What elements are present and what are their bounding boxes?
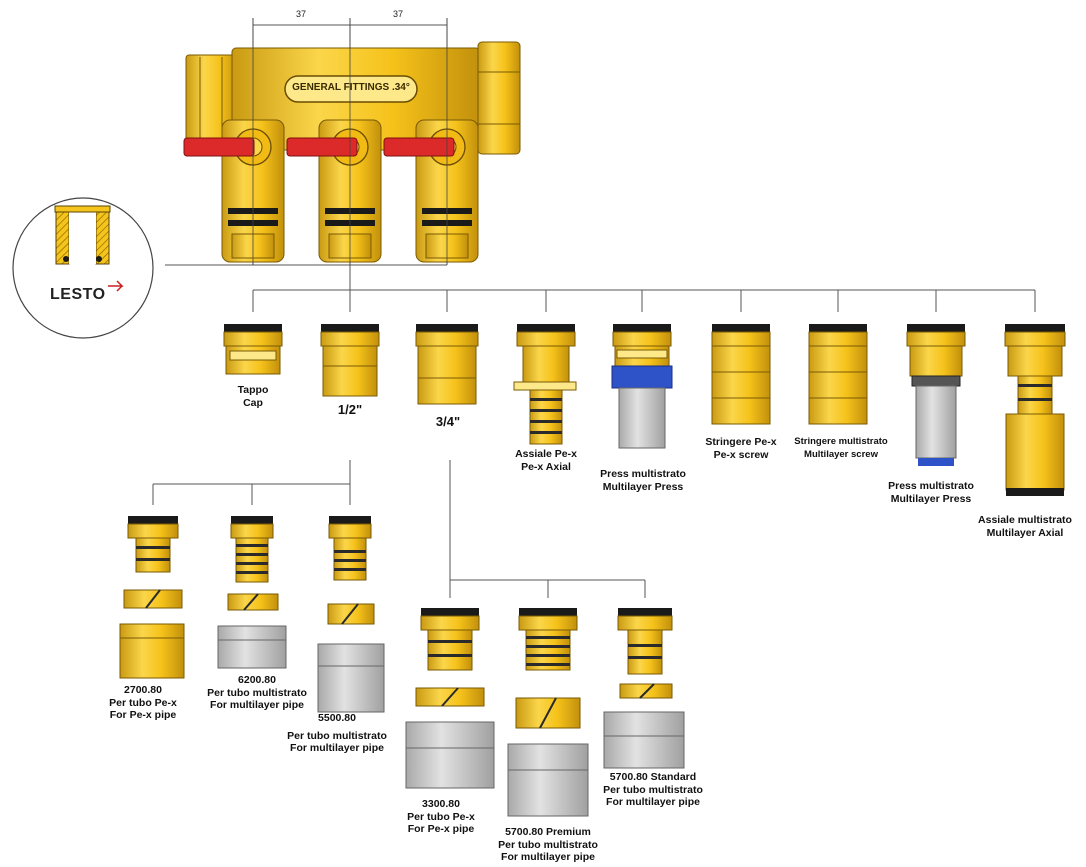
manifold-brand-label: GENERAL FITTINGS .34° bbox=[292, 82, 410, 93]
valve-outlet-2 bbox=[286, 119, 382, 263]
fitting-pex-axial bbox=[513, 324, 577, 445]
fitting-pex-screw bbox=[711, 324, 771, 425]
label-half-inch: 1/2" bbox=[337, 402, 363, 417]
fitting-multilayer-press-2 bbox=[906, 324, 966, 466]
manifold-right-nut bbox=[477, 41, 521, 155]
fitting-half-inch bbox=[320, 324, 380, 397]
fittings bbox=[119, 324, 1066, 817]
fitting-multilayer-screw bbox=[808, 324, 868, 425]
manifold bbox=[183, 18, 521, 265]
fitting-multilayer-axial bbox=[1004, 324, 1066, 496]
dimension-label-1: 37 bbox=[296, 9, 307, 19]
manifold-brand-oval bbox=[284, 75, 418, 103]
fitting-5700-80-standard bbox=[603, 608, 685, 769]
label-three-quarter-inch: 3/4" bbox=[435, 414, 461, 429]
fitting-cap bbox=[223, 324, 283, 375]
dimension-label-2: 37 bbox=[393, 9, 404, 19]
fitting-5500-80 bbox=[317, 516, 385, 713]
fitting-3300-80 bbox=[405, 608, 495, 789]
fitting-multilayer-press bbox=[611, 324, 673, 449]
valve-outlet-1 bbox=[183, 119, 285, 263]
fitting-5700-80-premium bbox=[507, 608, 589, 817]
lesto-logo-text: LESTO bbox=[50, 286, 106, 303]
valve-handle-2 bbox=[286, 137, 358, 157]
fitting-6200-80 bbox=[217, 516, 287, 669]
fitting-three-quarter-inch bbox=[415, 324, 479, 405]
valve-outlet-3 bbox=[383, 119, 479, 263]
lesto-detail bbox=[12, 197, 154, 339]
valve-handle-3 bbox=[383, 137, 455, 157]
valve-handle-1 bbox=[183, 137, 255, 157]
fitting-2700-80 bbox=[119, 516, 185, 679]
